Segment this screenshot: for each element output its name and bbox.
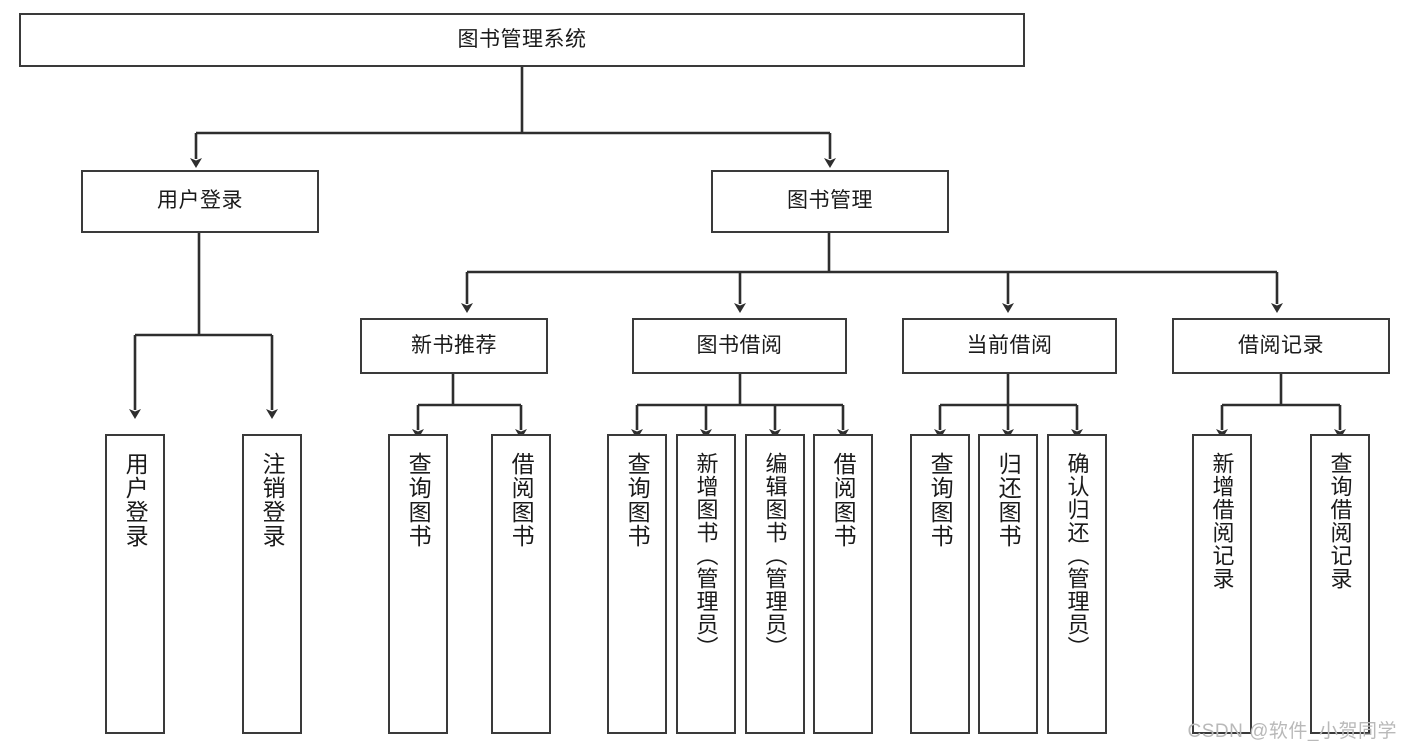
leaf-add-book[interactable]: 新增图书（管理员） <box>676 434 736 734</box>
leaf-query-book-1[interactable]: 查询图书 <box>388 434 448 734</box>
node-current-borrow[interactable]: 当前借阅 <box>902 318 1117 374</box>
node-book-borrow-label: 图书借阅 <box>696 333 783 357</box>
leaf-login[interactable]: 用户登录 <box>105 434 165 734</box>
node-root[interactable]: 图书管理系统 <box>19 13 1025 67</box>
node-borrow-record-label: 借阅记录 <box>1238 333 1324 357</box>
node-new-book-recommend-label: 新书推荐 <box>411 333 497 357</box>
node-book-manage-label: 图书管理 <box>787 189 873 213</box>
leaf-query-book-1-label: 查询图书 <box>405 452 432 548</box>
node-user-login[interactable]: 用户登录 <box>81 170 319 233</box>
leaf-borrow-book-2[interactable]: 借阅图书 <box>813 434 873 734</box>
node-current-borrow-label: 当前借阅 <box>966 333 1053 357</box>
leaf-borrow-book-2-label: 借阅图书 <box>830 452 857 548</box>
node-new-book-recommend[interactable]: 新书推荐 <box>360 318 548 374</box>
leaf-return-book-label: 归还图书 <box>995 452 1022 548</box>
leaf-confirm-return-label: 确认归还（管理员） <box>1064 452 1090 659</box>
node-borrow-record[interactable]: 借阅记录 <box>1172 318 1390 374</box>
node-book-manage[interactable]: 图书管理 <box>711 170 949 233</box>
leaf-borrow-book-1[interactable]: 借阅图书 <box>491 434 551 734</box>
leaf-add-book-label: 新增图书（管理员） <box>693 452 719 659</box>
leaf-query-book-3[interactable]: 查询图书 <box>910 434 970 734</box>
leaf-confirm-return[interactable]: 确认归还（管理员） <box>1047 434 1107 734</box>
node-book-borrow[interactable]: 图书借阅 <box>632 318 847 374</box>
node-user-login-label: 用户登录 <box>157 189 243 213</box>
leaf-query-book-2[interactable]: 查询图书 <box>607 434 667 734</box>
leaf-edit-book-label: 编辑图书（管理员） <box>762 452 788 659</box>
leaf-query-book-2-label: 查询图书 <box>624 452 651 548</box>
leaf-borrow-book-1-label: 借阅图书 <box>508 452 535 548</box>
leaf-login-label: 用户登录 <box>122 452 149 548</box>
leaf-return-book[interactable]: 归还图书 <box>978 434 1038 734</box>
leaf-query-record[interactable]: 查询借阅记录 <box>1310 434 1370 734</box>
leaf-add-record[interactable]: 新增借阅记录 <box>1192 434 1252 734</box>
leaf-query-book-3-label: 查询图书 <box>927 452 954 548</box>
node-root-label: 图书管理系统 <box>457 27 587 51</box>
leaf-logout[interactable]: 注销登录 <box>242 434 302 734</box>
leaf-add-record-label: 新增借阅记录 <box>1209 452 1235 590</box>
leaf-query-record-label: 查询借阅记录 <box>1327 452 1353 590</box>
leaf-logout-label: 注销登录 <box>259 452 286 548</box>
leaf-edit-book[interactable]: 编辑图书（管理员） <box>745 434 805 734</box>
